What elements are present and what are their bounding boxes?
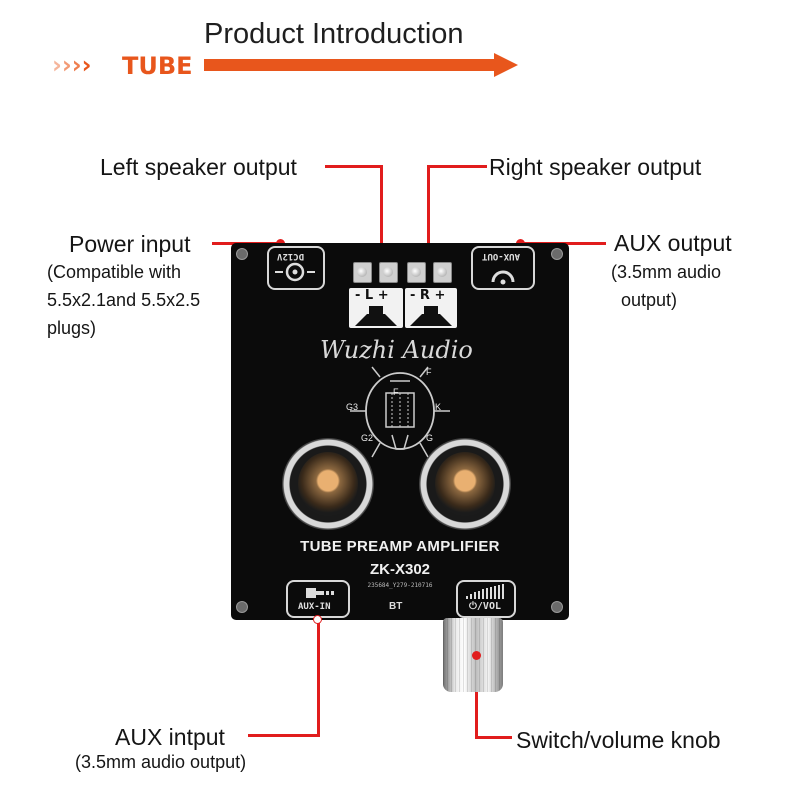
arrow-right-icon [494,53,518,77]
left-channel-label: - L + [349,288,403,328]
aux-output-jack[interactable]: AUX-OUT [471,246,535,290]
dc-power-jack[interactable]: DC12V [267,246,325,290]
switch-knob-marker [472,651,481,660]
right-speaker-terminal-minus[interactable] [407,262,426,283]
speaker-icon [355,306,397,326]
aux-input-note: (3.5mm audio output) [75,752,247,772]
speaker-icon [410,306,452,326]
page-title: Product Introduction [204,18,464,50]
product-name: TUBE PREAMP AMPLIFIER [300,538,500,555]
aux-out-label: AUX-OUT [482,251,520,261]
left-speaker-output-label: Left speaker output [100,154,297,180]
brand-logo: Wuzhi Audio [320,336,473,364]
header: ›››› TUBE Product Introduction [0,0,800,90]
power-input-note-line: 5.5x2.1and 5.5x2.5 [47,290,201,310]
title-underline-bar [204,59,494,71]
aux-input-marker [313,615,322,624]
tube-pin-label: F [393,387,399,397]
vacuum-tube-left [282,438,374,530]
vol-label: ⏻/VOL [469,601,501,612]
power-input-note-line: (Compatible with [47,262,182,282]
vacuum-tube-schematic-icon [350,366,450,458]
tube-label: TUBE [122,52,193,80]
aux-output-note-line: (3.5mm audio [611,262,722,282]
left-speaker-terminal-plus[interactable] [379,262,398,283]
volume-switch-label: ⏻/VOL [456,580,516,618]
power-input-note-line: plugs) [47,318,97,338]
mount-hole [551,248,563,260]
volume-bars-icon [466,584,504,599]
switch-volume-knob-label: Switch/volume knob [516,727,721,753]
left-channel-signs: - L + [355,288,389,303]
model-number: ZK-X302 [369,561,431,578]
mount-hole [236,601,248,613]
aux-output-label: AUX output [614,230,732,256]
serial-number: 235684_Y279-210716 [367,582,433,589]
left-speaker-terminal-minus[interactable] [353,262,372,283]
mount-hole [551,601,563,613]
right-speaker-output-label: Right speaker output [489,154,702,180]
tube-pin-label: K [435,402,442,412]
mount-hole [236,248,248,260]
right-speaker-terminal-plus[interactable] [433,262,452,283]
aux-in-label: AUX-IN [298,602,331,612]
power-input-label: Power input [69,231,191,257]
tube-pin-label: G [426,433,434,443]
amplifier-board: DC12V - L + - R + AUX-OUT Wuzh [231,243,569,620]
right-channel-label: - R + [405,288,457,328]
tube-pin-label: F [426,367,432,377]
vacuum-tube-right [419,438,511,530]
aux-output-note-line: output) [621,290,678,310]
tube-pin-label: G3 [346,402,359,412]
right-channel-signs: - R + [410,288,446,303]
tube-pin-label: G2 [361,433,374,443]
chevron-arrows-icon: ›››› [52,51,92,79]
aux-input-label: AUX intput [115,724,225,750]
audio-plug-icon [306,588,334,598]
dc-jack-icon [275,262,315,282]
bt-label: BT [389,601,403,612]
headphone-jack-icon [491,270,515,285]
